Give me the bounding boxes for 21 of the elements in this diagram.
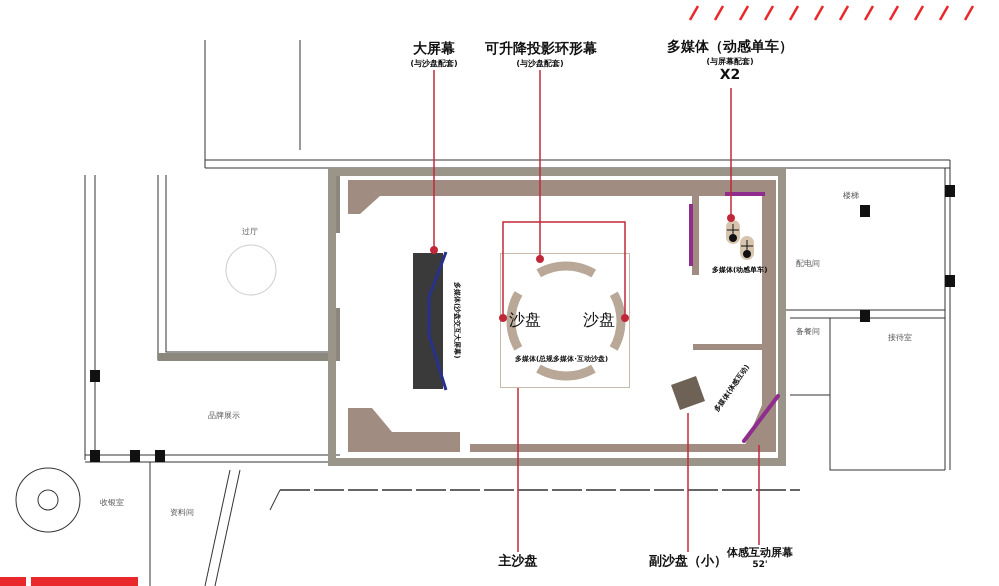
callout-title: 多媒体（动感单车） xyxy=(666,38,794,56)
callout-note: (与沙盘配套) xyxy=(515,58,565,69)
room-label: 备餐间 xyxy=(796,326,820,337)
quantity-label: X2 xyxy=(718,67,742,83)
callout-note: (与屏幕配套) xyxy=(705,56,755,67)
room-label: 过厅 xyxy=(242,226,258,237)
callout-title: 体感互动屏幕 xyxy=(726,545,794,560)
callout-title: 可升降投影环形幕 xyxy=(485,40,595,58)
table-label: 沙盘 xyxy=(583,310,615,331)
room-label: 配电间 xyxy=(796,258,820,269)
callout-title: 副沙盘（小） xyxy=(648,554,727,570)
callout-note: 52' xyxy=(751,560,769,570)
callout-title: 大屏幕 xyxy=(412,40,456,58)
room-label: 接待室 xyxy=(888,332,912,343)
table-label: 沙盘 xyxy=(509,310,541,331)
room-label: 楼梯 xyxy=(843,190,859,201)
room-label: 资料间 xyxy=(170,507,194,518)
room-label: 品牌展示 xyxy=(208,410,240,421)
callout-note: (与沙盘配套) xyxy=(409,58,459,69)
callout-title: 主沙盘 xyxy=(498,552,538,570)
room-label: 收银室 xyxy=(100,497,124,508)
